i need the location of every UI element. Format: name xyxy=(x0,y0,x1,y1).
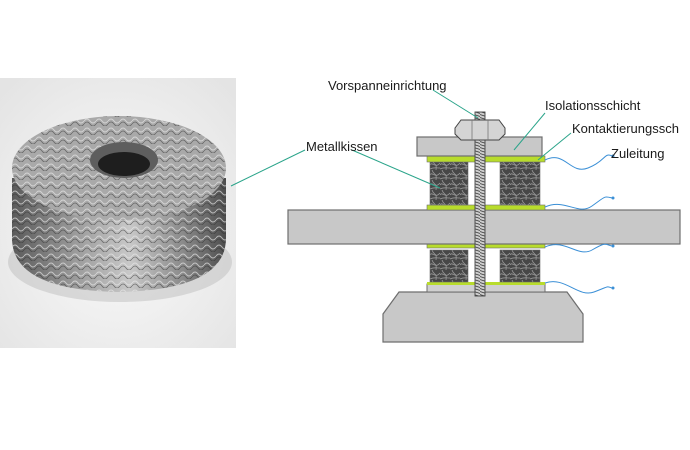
contact-layer-top xyxy=(426,155,546,163)
supply-wire-1 xyxy=(544,154,613,170)
contact-layer-lower-mid xyxy=(426,243,546,249)
contact-layer-upper-mid xyxy=(426,204,546,211)
leader-metallkissen-diagram xyxy=(351,149,441,189)
lower-mesh-right xyxy=(499,249,541,283)
contact-layer-bottom xyxy=(427,282,545,285)
label-vorspanneinrichtung: Vorspanneinrichtung xyxy=(328,78,447,93)
lower-mesh-left xyxy=(429,249,469,283)
supply-wire-2 xyxy=(544,196,613,210)
supply-wires xyxy=(544,154,613,294)
hex-nut-icon xyxy=(454,119,506,141)
label-kontaktierungsschicht: Kontaktierungssch xyxy=(572,121,679,136)
cross-section xyxy=(287,111,681,343)
supply-wire-4 xyxy=(544,281,613,294)
leader-lines xyxy=(230,89,572,189)
knitted-wire-mesh-cushion-photo-icon xyxy=(8,116,232,302)
leader-vorspann xyxy=(432,89,479,119)
threaded-bolt-icon xyxy=(474,111,486,297)
label-metallkissen: Metallkissen xyxy=(306,139,378,154)
upper-mesh-left xyxy=(429,161,469,206)
supply-wire-ends xyxy=(611,154,615,290)
leader-metallkissen-photo xyxy=(230,149,306,187)
supply-wire-3 xyxy=(544,243,613,253)
upper-mesh-right xyxy=(499,161,541,206)
photo xyxy=(0,78,236,348)
base-plate xyxy=(382,291,584,343)
lower-insulation-layer xyxy=(426,283,546,293)
label-isolationsschicht: Isolationsschicht xyxy=(545,98,641,113)
leader-kontakt xyxy=(537,132,572,161)
leader-isolation xyxy=(513,112,546,151)
label-zuleitung: Zuleitung xyxy=(611,146,664,161)
